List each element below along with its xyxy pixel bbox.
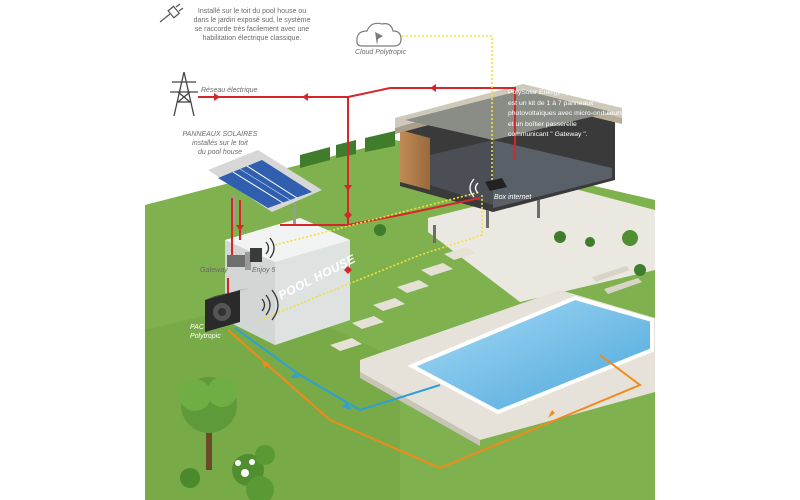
data-lines (259, 35, 493, 321)
stepping-stones (330, 247, 476, 351)
pool-house (225, 218, 350, 345)
water-circuit-out (227, 329, 643, 470)
internet-box (485, 178, 507, 191)
pool-deck-edge (360, 372, 480, 446)
gateway-device (227, 252, 251, 270)
water-circuit-in (234, 327, 441, 412)
water-arrows (262, 360, 555, 418)
grid-label: Réseau électrique (201, 87, 258, 94)
solar-panels-label: PANNEAUX SOLAIRES installés sur le toit … (182, 131, 258, 156)
connector-diamonds (344, 211, 352, 274)
polysolar-description: PolySolar Energy system est un kit de 1 … (508, 89, 623, 138)
cloud-label: Cloud Polytropic (355, 49, 406, 56)
wifi-box-icon (469, 178, 479, 198)
tree (179, 377, 237, 470)
heat-pump-label: PAC Polytropic (190, 324, 221, 340)
power-arrows (214, 84, 436, 231)
shrubs (180, 224, 646, 500)
house-terrace (428, 185, 655, 302)
solar-panels (208, 150, 322, 225)
pylon-icon (170, 71, 198, 117)
swimming-pool (407, 295, 654, 415)
cloud-logo-icon (375, 32, 383, 45)
sun-loungers (592, 266, 642, 294)
hedge (300, 131, 395, 168)
intro-text: Installé sur le toit du pool house ou da… (193, 8, 311, 42)
enjoy-label: Enjoy 5 (252, 267, 276, 274)
gateway-label: Gateway (200, 267, 228, 274)
house (395, 84, 622, 212)
cloud-icon (356, 22, 402, 47)
internet-box-label: Box internet (494, 194, 532, 201)
wifi-icon (261, 237, 279, 321)
house-pillars (433, 200, 540, 243)
heat-pump (205, 288, 250, 332)
enjoy-device (250, 248, 262, 262)
plug-icon (159, 3, 184, 23)
